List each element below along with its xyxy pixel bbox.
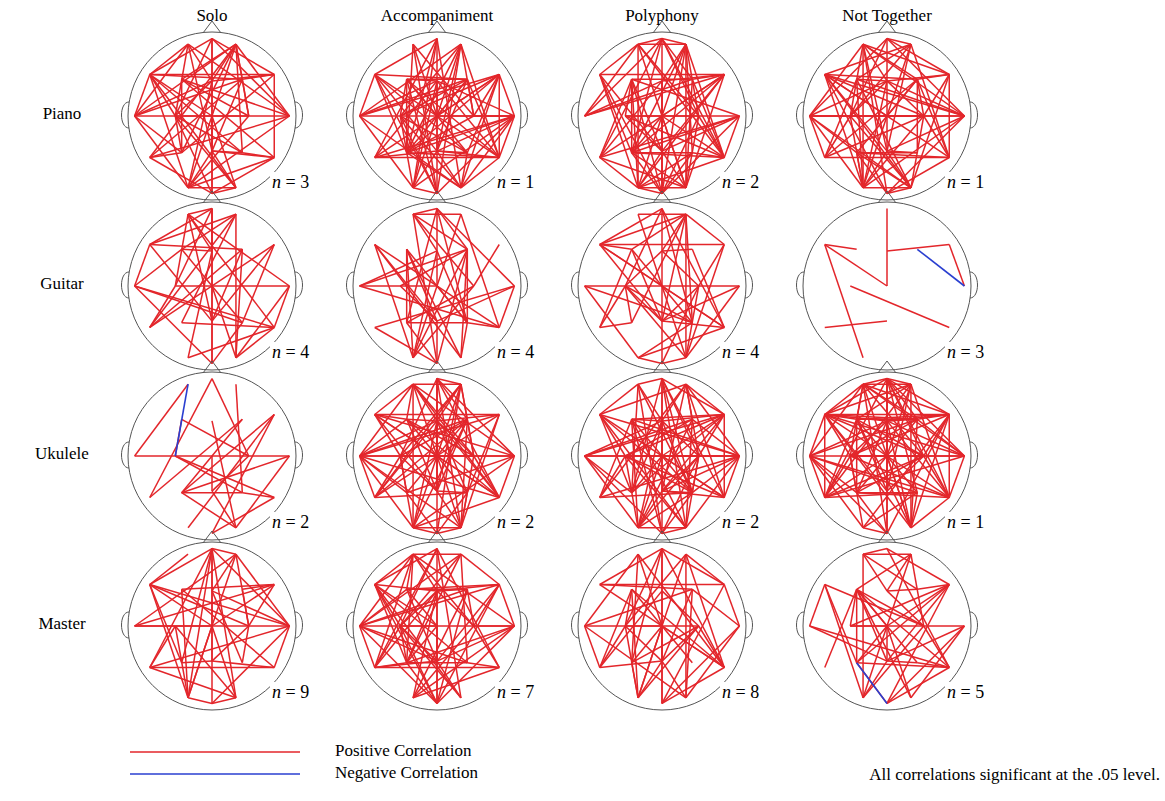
- sample-size: n = 3: [270, 172, 311, 192]
- legend-line: [130, 751, 300, 753]
- row-label: Ukulele: [10, 444, 114, 464]
- column-header: Solo: [112, 6, 312, 26]
- legend-line: [130, 773, 300, 775]
- sample-size: n = 1: [495, 172, 536, 192]
- sample-size: n = 1: [945, 172, 986, 192]
- correlation-lines: [360, 209, 515, 364]
- footnote: All correlations significant at the .05 …: [869, 765, 1160, 785]
- correlation-lines: [135, 209, 290, 364]
- sample-size: n = 2: [720, 172, 761, 192]
- sample-size: n = 2: [270, 512, 311, 532]
- correlation-lines: [360, 39, 515, 194]
- correlation-lines: [135, 39, 290, 194]
- sample-size: n = 3: [945, 342, 986, 362]
- sample-size: n = 1: [945, 512, 986, 532]
- sample-size: n = 4: [720, 342, 761, 362]
- row-label: Piano: [10, 104, 114, 124]
- correlation-lines: [585, 549, 740, 704]
- sample-size: n = 4: [495, 342, 536, 362]
- column-header: Accompaniment: [337, 6, 537, 26]
- correlation-lines: [585, 209, 740, 364]
- sample-size: n = 5: [945, 682, 986, 702]
- legend-text: Negative Correlation: [335, 763, 478, 783]
- correlation-lines: [360, 379, 515, 534]
- sample-size: n = 2: [495, 512, 536, 532]
- row-label: Master: [10, 614, 114, 634]
- legend-text: Positive Correlation: [335, 741, 471, 761]
- correlation-lines: [360, 549, 515, 704]
- correlation-lines: [135, 379, 290, 534]
- sample-size: n = 2: [720, 512, 761, 532]
- correlation-lines: [810, 39, 965, 194]
- sample-size: n = 8: [720, 682, 761, 702]
- correlation-lines: [585, 39, 740, 194]
- column-header: Not Together: [787, 6, 987, 26]
- correlation-lines: [825, 209, 965, 358]
- correlation-lines: [585, 379, 740, 534]
- sample-size: n = 4: [270, 342, 311, 362]
- sample-size: n = 7: [495, 682, 536, 702]
- column-header: Polyphony: [562, 6, 762, 26]
- correlation-lines: [810, 549, 965, 704]
- correlation-lines: [135, 549, 290, 704]
- correlation-lines: [810, 379, 965, 534]
- row-label: Guitar: [10, 274, 114, 294]
- sample-size: n = 9: [270, 682, 311, 702]
